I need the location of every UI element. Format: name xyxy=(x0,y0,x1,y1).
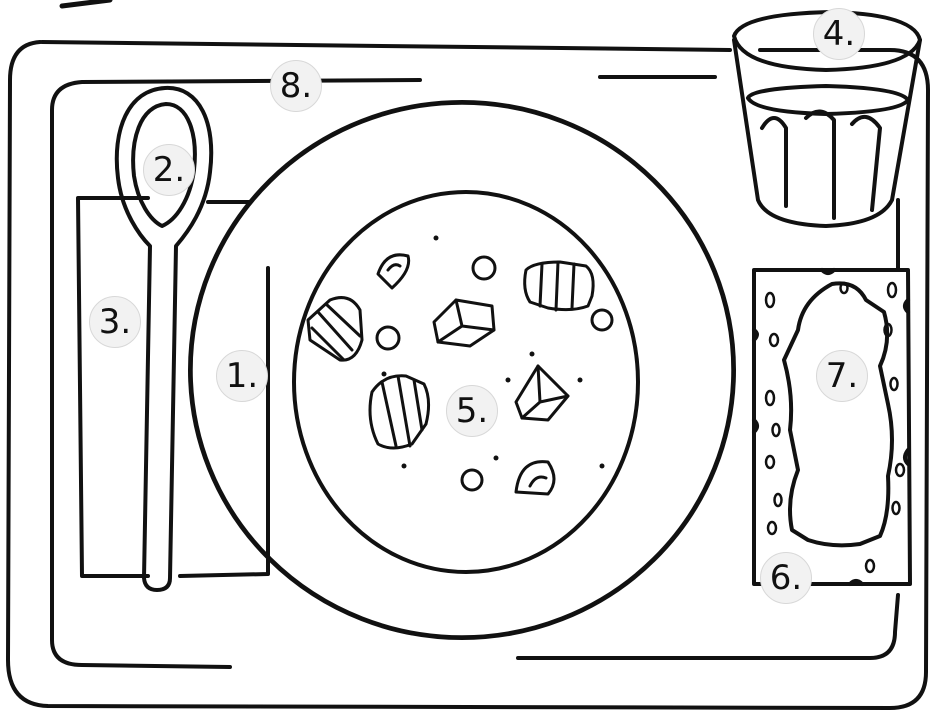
label-glass: 4. xyxy=(813,8,865,60)
half-round-chunk xyxy=(378,255,409,288)
striped-chunk xyxy=(525,262,593,310)
cube-chunk xyxy=(434,300,494,346)
striped-chunk xyxy=(370,376,429,448)
seasoning-specks xyxy=(382,236,605,469)
label-spoon: 2. xyxy=(143,144,195,196)
label-bread-plate: 6. xyxy=(760,552,812,604)
peas xyxy=(377,257,612,490)
cube-chunk xyxy=(516,366,568,420)
striped-chunk xyxy=(308,298,362,361)
label-napkin: 3. xyxy=(89,296,141,348)
soup-contents xyxy=(308,236,612,495)
label-tray: 8. xyxy=(270,60,322,112)
corner-fragment xyxy=(62,0,110,6)
label-bread: 7. xyxy=(816,350,868,402)
label-plate: 1. xyxy=(216,350,268,402)
half-round-chunk xyxy=(516,462,554,494)
label-soup: 5. xyxy=(446,385,498,437)
plate xyxy=(190,102,734,638)
soup-bowl xyxy=(294,192,638,572)
bread-slice xyxy=(766,283,904,572)
